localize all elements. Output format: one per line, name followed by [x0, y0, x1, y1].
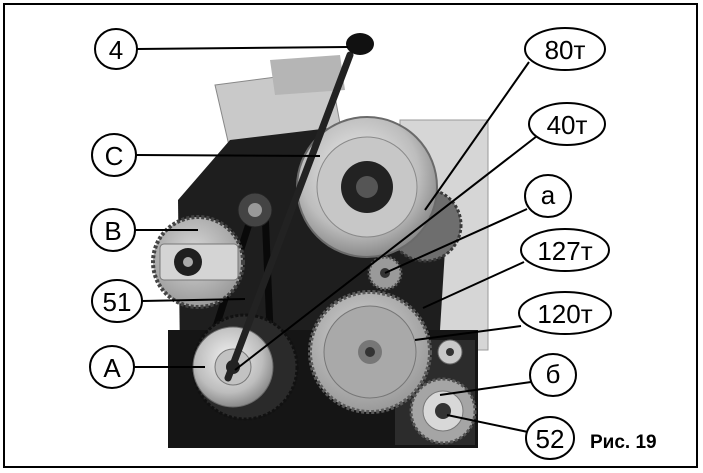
callout-52: 52 — [525, 416, 575, 460]
gear-b6-52 — [409, 339, 477, 445]
idler-gear — [237, 192, 273, 228]
callout-label-80t: 80т — [545, 35, 586, 65]
pulley-b — [151, 215, 245, 309]
callout-a-upper: A — [89, 345, 135, 389]
callout-label-c: C — [105, 141, 124, 171]
callout-label-b: B — [104, 216, 121, 246]
gear-127t-120t — [308, 290, 432, 414]
callout-51: 51 — [91, 279, 143, 323]
callout-a: a — [524, 174, 572, 218]
callout-c: C — [91, 133, 137, 177]
callout-label-120t: 120т — [537, 299, 592, 329]
callout-label-51: 51 — [103, 287, 132, 317]
lever-4 — [224, 33, 374, 382]
callout-label-4: 4 — [109, 35, 123, 65]
callout-40t: 40т — [528, 102, 606, 146]
callout-80t: 80т — [524, 27, 606, 71]
callout-label-127t: 127т — [537, 236, 592, 266]
callout-b: B — [90, 208, 136, 252]
callout-label-a: a — [541, 180, 556, 210]
callout-label-b6: б — [546, 359, 561, 389]
callout-127t: 127т — [520, 228, 610, 272]
figure-caption: Рис. 19 — [590, 432, 657, 453]
callout-label-a-upper: A — [103, 353, 121, 383]
callout-b6: б — [529, 353, 577, 397]
pulley-c — [296, 116, 438, 258]
callout-label-52: 52 — [536, 424, 565, 454]
callout-120t: 120т — [518, 291, 612, 335]
leader-lines — [133, 46, 538, 433]
callout-label-40t: 40т — [547, 110, 588, 140]
callout-4: 4 — [94, 28, 138, 70]
